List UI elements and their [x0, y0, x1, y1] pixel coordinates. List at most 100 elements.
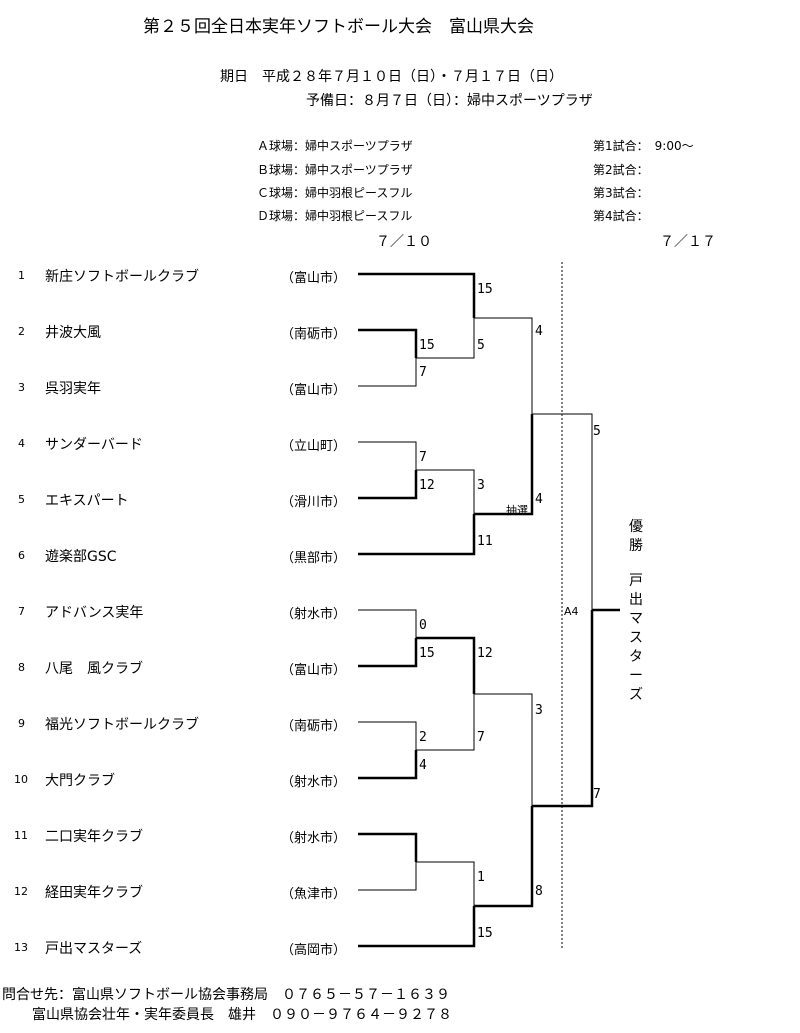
score-label: 1: [477, 870, 485, 885]
court-label: A4: [564, 605, 579, 618]
bracket-line: [474, 806, 534, 908]
team-city: （滑川市）: [281, 495, 347, 510]
score-label: 15: [419, 338, 435, 353]
team-city: （富山市）: [281, 383, 347, 398]
score-label: 4: [419, 758, 427, 773]
bracket-line: [358, 441, 417, 470]
bracket-line: [532, 610, 594, 808]
team-number: 6: [18, 549, 25, 562]
team-number: 12: [14, 885, 28, 898]
score-label: 12: [419, 478, 435, 493]
team-name: 遊楽部GSC: [45, 549, 117, 565]
team-city: （高岡市）: [281, 943, 347, 958]
round-date-day1: ７／１０: [376, 234, 432, 250]
bracket-line: [416, 469, 475, 514]
score-label: 5: [593, 424, 601, 439]
venue-b: Ｂ球場：婦中スポーツプラザ: [257, 163, 413, 177]
round-date-day2: ７／１７: [660, 234, 716, 250]
score-label: 4: [535, 492, 543, 507]
team-number: 8: [18, 661, 25, 674]
team-city: （南砺市）: [281, 719, 347, 734]
bracket-line: [358, 862, 417, 891]
team-number: 7: [18, 605, 25, 618]
team-city: （射水市）: [281, 775, 347, 790]
bracket-line: [358, 906, 476, 948]
team-name: 福光ソフトボールクラブ: [45, 717, 199, 733]
venue-c: Ｃ球場：婦中羽根ピースフル: [257, 186, 413, 200]
team-name: 呉羽実年: [45, 381, 101, 397]
score-label: 3: [535, 703, 543, 718]
bracket-line: [416, 694, 475, 751]
bracket-line: [474, 693, 533, 806]
lottery-label: 抽選: [506, 504, 528, 517]
champion-label: 優 勝: [629, 519, 643, 554]
bracket-line: [358, 609, 417, 638]
bracket-line: [358, 721, 417, 750]
team-city: （富山市）: [281, 271, 347, 286]
team-number: 2: [18, 325, 25, 338]
score-label: 7: [419, 365, 427, 380]
schedule-reserve: 予備日：８月７日（日）：婦中スポーツプラザ: [306, 93, 593, 109]
bracket-line: [358, 358, 417, 387]
team-city: （南砺市）: [281, 327, 347, 342]
champion-team: 戸 出 マ ス タ ー ズ: [629, 573, 643, 703]
team-city: （立山町）: [281, 439, 347, 454]
team-name: 二口実年クラブ: [45, 829, 143, 845]
score-label: 15: [477, 282, 493, 297]
team-city: （射水市）: [281, 831, 347, 846]
team-number: 10: [14, 773, 28, 786]
team-name: アドバンス実年: [45, 605, 144, 621]
bracket-line: [358, 638, 418, 668]
team-name: 経田実年クラブ: [45, 885, 143, 901]
game-3-time: 第3試合：: [593, 186, 649, 200]
footer-contact-chair: 富山県協会壮年・実年委員長 雄井 ０９０－９７６４－９２７８: [32, 1007, 452, 1023]
team-city: （黒部市）: [281, 551, 347, 566]
game-4-time: 第4試合：: [593, 209, 649, 223]
bracket-line: [358, 328, 418, 358]
venue-d: Ｄ球場：婦中羽根ピースフル: [257, 209, 413, 223]
team-name: サンダーバード: [45, 437, 143, 453]
score-label: 15: [477, 926, 493, 941]
score-label: 11: [477, 534, 493, 549]
bracket-line: [474, 317, 533, 414]
bracket-line: [416, 861, 475, 906]
team-city: （富山市）: [281, 663, 347, 678]
score-label: 7: [593, 787, 601, 802]
schedule-dates: 期日 平成２８年７月１０日（日）・７月１７日（日）: [220, 69, 563, 85]
team-number: 4: [18, 437, 25, 450]
bracket-line: [532, 413, 593, 610]
score-label: 7: [419, 450, 427, 465]
team-number: 1: [18, 269, 25, 282]
team-number: 3: [18, 381, 25, 394]
team-name: 新庄ソフトボールクラブ: [45, 269, 199, 285]
bracket-line: [358, 470, 418, 500]
team-number: 13: [14, 941, 28, 954]
team-city: （射水市）: [281, 607, 347, 622]
score-label: 3: [477, 478, 485, 493]
game-1-time: 第1試合： 9:00～: [593, 139, 694, 153]
footer-contact-office: 問合せ先：富山県ソフトボール協会事務局 ０７６５－５７－１６３９: [2, 987, 450, 1003]
venue-a: Ａ球場：婦中スポーツプラザ: [257, 139, 413, 153]
game-2-time: 第2試合：: [593, 163, 649, 177]
score-label: 2: [419, 730, 427, 745]
score-label: 8: [535, 884, 543, 899]
bracket-line: [358, 750, 418, 780]
bracket-line: [474, 414, 534, 516]
score-label: 0: [419, 618, 427, 633]
score-label: 12: [477, 646, 493, 661]
score-label: 5: [477, 338, 485, 353]
score-label: 7: [477, 730, 485, 745]
team-number: 5: [18, 493, 25, 506]
page-title: 第２５回全日本実年ソフトボール大会 富山県大会: [143, 17, 534, 37]
team-name: 八尾 風クラブ: [45, 661, 143, 677]
score-label: 15: [419, 646, 435, 661]
team-name: 井波大風: [45, 325, 101, 341]
score-label: 4: [535, 324, 543, 339]
team-city: （魚津市）: [281, 887, 347, 902]
bracket-line: [358, 514, 476, 556]
team-name: 大門クラブ: [45, 773, 115, 789]
bracket-line: [416, 636, 476, 694]
team-name: エキスパート: [45, 493, 129, 509]
bracket-line: [416, 318, 475, 359]
